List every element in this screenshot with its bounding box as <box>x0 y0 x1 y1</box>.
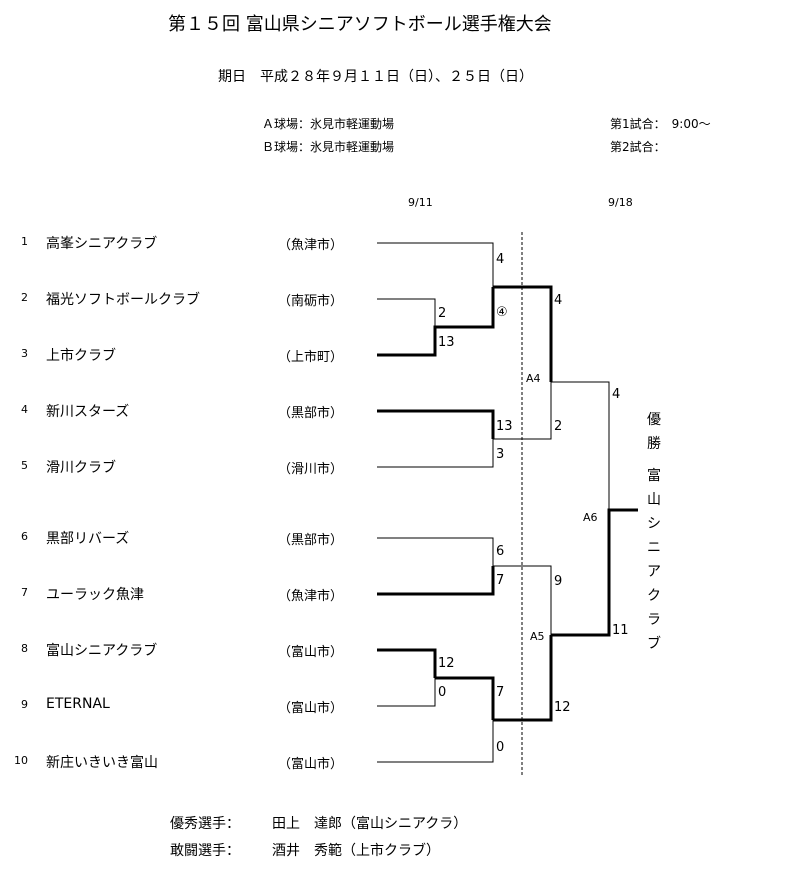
bracket-line-team4 <box>377 409 495 439</box>
team-seed: 6 <box>21 530 28 543</box>
bracket-line-team8 <box>377 648 437 678</box>
champion-team-char: 富 <box>647 468 661 484</box>
champion-team-char: ラ <box>647 612 661 628</box>
bracket-line-team1 <box>377 242 494 287</box>
team-seed: 9 <box>21 698 28 711</box>
game1-time: 第1試合： 9:00～ <box>610 117 711 131</box>
bracket-line-team3 <box>377 287 495 357</box>
team-seed: 7 <box>21 586 28 599</box>
team-seed: 4 <box>21 403 28 416</box>
bracket-line-a6-bottom <box>551 508 638 637</box>
score-team9: 0 <box>438 685 447 700</box>
game-label-a4: A4 <box>526 372 541 385</box>
team-city: （富山市） <box>278 701 344 716</box>
team-name: 滑川クラブ <box>46 460 116 476</box>
champion-team-char: 山 <box>647 492 661 508</box>
team-city: （滑川市） <box>278 462 344 477</box>
champion-team: 富 山 シ ニ ア ク ラ ブ <box>644 464 664 656</box>
team-city: （上市町） <box>278 350 344 365</box>
score-a4-bottom: 2 <box>554 419 563 434</box>
team-name: ETERNAL <box>46 696 110 712</box>
bracket-line-a4-bottom <box>493 382 552 440</box>
bracket-line-team89 <box>435 676 495 720</box>
champion-label-char: 勝 <box>647 436 661 452</box>
team-name: 新川スターズ <box>46 404 130 420</box>
team-name: 新庄いきいき富山 <box>46 755 158 771</box>
score-team2: 2 <box>438 306 447 321</box>
fighting-spirit-value: 酒井 秀範（上市クラブ） <box>272 843 440 859</box>
venue-b: Ｂ球場：氷見市軽運動場 <box>262 140 395 154</box>
team-name: ユーラック魚津 <box>46 587 144 603</box>
champion-label-char: 優 <box>647 412 661 428</box>
score-final-bottom: 11 <box>612 623 629 638</box>
score-team6: 6 <box>496 544 505 559</box>
mvp-value: 田上 達郎（富山シニアクラ） <box>272 816 468 832</box>
round-2-date: 9/18 <box>608 196 633 209</box>
bracket-line-team9 <box>377 678 436 707</box>
score-team10: 0 <box>496 740 505 755</box>
bracket-line-a4-top <box>493 285 553 382</box>
score-team4: 13 <box>496 419 513 434</box>
score-a5-bottom: 12 <box>554 700 571 715</box>
venue-a: Ａ球場：氷見市軽運動場 <box>262 117 395 131</box>
game2-time: 第2試合： <box>610 140 666 154</box>
team-name: 福光ソフトボールクラブ <box>46 292 200 308</box>
tournament-dates: 期日 平成２８年９月１１日（日）、２５日（日） <box>218 69 533 85</box>
score-team7: 7 <box>496 573 505 588</box>
tournament-title: 第１５回 富山県シニアソフトボール選手権大会 <box>168 14 552 35</box>
champion-team-char: ニ <box>647 540 661 556</box>
bracket-line-team5 <box>377 439 494 468</box>
team-city: （魚津市） <box>278 589 344 604</box>
champion-team-char: ブ <box>647 636 661 652</box>
score-team3: 13 <box>438 335 455 350</box>
score-team3-vs-team1: ④ <box>496 305 508 320</box>
champion-label: 優 勝 <box>644 408 664 456</box>
team-city: （魚津市） <box>278 238 344 253</box>
team-city: （黒部市） <box>278 406 344 421</box>
team-seed: 1 <box>21 235 28 248</box>
score-team89: 7 <box>496 685 505 700</box>
bracket-line-team6 <box>377 537 494 566</box>
champion-team-char: ク <box>647 588 661 604</box>
team-seed: 3 <box>21 347 28 360</box>
bracket-line-a6-top <box>551 381 610 510</box>
score-team8: 12 <box>438 656 455 671</box>
bracket-line-team7 <box>377 566 495 596</box>
bracket-line-a5-bottom <box>493 635 553 722</box>
team-city: （南砺市） <box>278 294 344 309</box>
team-city: （富山市） <box>278 645 344 660</box>
team-name: 富山シニアクラブ <box>46 643 158 659</box>
team-city: （富山市） <box>278 757 344 772</box>
team-seed: 2 <box>21 291 28 304</box>
bracket-line-a5-top <box>493 565 552 635</box>
bracket-line-team2 <box>377 298 436 327</box>
team-name: 黒部リバーズ <box>46 531 130 547</box>
mvp-label: 優秀選手： <box>170 816 240 832</box>
score-final-top: 4 <box>612 387 621 402</box>
score-team5: 3 <box>496 447 505 462</box>
team-seed: 8 <box>21 642 28 655</box>
round-1-date: 9/11 <box>408 196 433 209</box>
score-a5-top: 9 <box>554 574 563 589</box>
game-label-a6: A6 <box>583 511 598 524</box>
team-name: 高峯シニアクラブ <box>46 236 158 252</box>
score-a4-top: 4 <box>554 293 563 308</box>
team-seed: 5 <box>21 459 28 472</box>
fighting-spirit-label: 敢闘選手： <box>170 843 240 859</box>
champion-team-char: ア <box>647 564 661 580</box>
game-label-a5: A5 <box>530 630 545 643</box>
team-seed: 10 <box>14 754 28 767</box>
team-name: 上市クラブ <box>46 348 116 364</box>
score-team1: 4 <box>496 252 505 267</box>
champion-team-char: シ <box>647 516 661 532</box>
team-city: （黒部市） <box>278 533 344 548</box>
bracket-line-team10 <box>377 720 494 763</box>
